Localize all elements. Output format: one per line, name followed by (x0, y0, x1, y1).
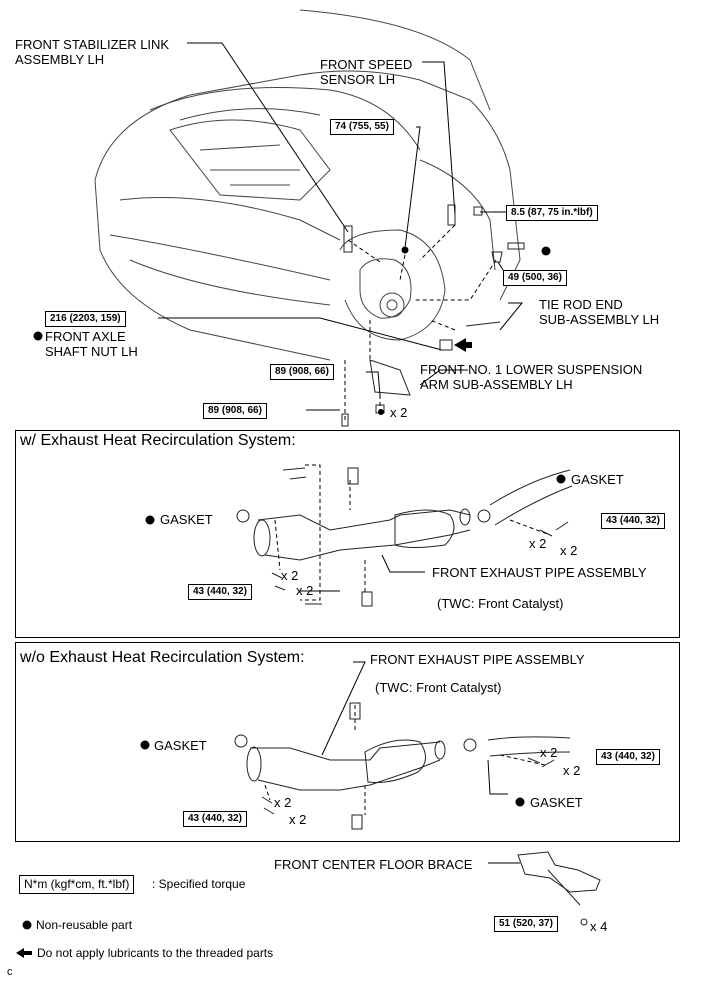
label-stabilizer-link: FRONT STABILIZER LINK ASSEMBLY LH (15, 37, 169, 67)
label-line: ARM SUB-ASSEMBLY LH (420, 377, 573, 392)
quantity-x2: x 2 (289, 812, 307, 827)
torque-box-43-right-2: 43 (440, 32) (596, 749, 660, 765)
label-line: FRONT SPEED (320, 57, 413, 72)
label-line: FRONT STABILIZER LINK (15, 37, 170, 52)
torque-box-43-left-2: 43 (440, 32) (183, 811, 247, 827)
label-line: SHAFT NUT LH (45, 344, 138, 359)
quantity-x2: x 2 (274, 795, 292, 810)
torque-box-51: 51 (520, 37) (494, 916, 558, 932)
no-lubricant-arrows (16, 338, 472, 958)
guide-lines (264, 224, 551, 815)
exhaust-pipe-1 (236, 467, 573, 607)
label-line: SENSOR LH (320, 72, 396, 87)
label-line: TIE ROD END (539, 297, 623, 312)
legend-lubricant: Do not apply lubricants to the threaded … (37, 946, 274, 960)
label-gasket-left-1: GASKET (160, 512, 213, 527)
label-gasket-right-2: GASKET (530, 795, 583, 810)
panel-without-ehr (15, 642, 680, 842)
label-axle-nut: FRONT AXLE SHAFT NUT LH (45, 329, 138, 359)
quantity-x2: x 2 (390, 405, 408, 420)
label-twc-1: (TWC: Front Catalyst) (437, 596, 564, 611)
legend-torque-text: : Specified torque (152, 877, 246, 891)
torque-box-89-b: 89 (908, 66) (203, 403, 267, 419)
label-line: SUB-ASSEMBLY LH (539, 312, 660, 327)
nonreusable-markers (22, 246, 566, 930)
floor-brace (517, 851, 601, 926)
label-gasket-right-1: GASKET (571, 472, 624, 487)
torque-box-74: 74 (755, 55) (330, 119, 394, 135)
torque-box-43-right-1: 43 (440, 32) (601, 513, 665, 529)
label-lower-arm: FRONT NO. 1 LOWER SUSPENSION ARM SUB-ASS… (420, 362, 642, 392)
torque-box-43-left-1: 43 (440, 32) (188, 584, 252, 600)
quantity-x2: x 2 (540, 745, 558, 760)
quantity-x4: x 4 (590, 919, 608, 934)
exhaust-pipe-2 (234, 702, 571, 830)
label-exhaust-pipe-2: FRONT EXHAUST PIPE ASSEMBLY (370, 652, 585, 667)
torque-box-49: 49 (500, 36) (503, 270, 567, 286)
label-floor-brace: FRONT CENTER FLOOR BRACE (274, 857, 473, 872)
panel-with-ehr (15, 430, 680, 638)
label-tie-rod: TIE ROD END SUB-ASSEMBLY LH (539, 297, 659, 327)
suspension-parts (341, 204, 525, 427)
label-gasket-left-2: GASKET (154, 738, 207, 753)
leader-lines (158, 42, 524, 864)
torque-box-216: 216 (2203, 159) (45, 311, 126, 327)
quantity-x2: x 2 (529, 536, 547, 551)
label-speed-sensor: FRONT SPEED SENSOR LH (320, 57, 412, 87)
legend-torque-box: N*m (kgf*cm, ft.*lbf) (19, 875, 135, 894)
corner-code: c (7, 966, 13, 978)
label-exhaust-pipe-1: FRONT EXHAUST PIPE ASSEMBLY (432, 565, 647, 580)
panel1-title: w/ Exhaust Heat Recirculation System: (20, 432, 296, 449)
label-line: FRONT AXLE (45, 329, 126, 344)
panel2-title: w/o Exhaust Heat Recirculation System: (20, 649, 305, 666)
quantity-x2: x 2 (563, 763, 581, 778)
label-line: ASSEMBLY LH (15, 52, 105, 67)
label-twc-2: (TWC: Front Catalyst) (375, 680, 502, 695)
label-line: FRONT NO. 1 LOWER SUSPENSION (420, 362, 643, 377)
torque-box-89-a: 89 (908, 66) (270, 364, 334, 380)
car-illustration (94, 9, 521, 361)
torque-box-8-5: 8.5 (87, 75 in.*lbf) (506, 205, 598, 221)
quantity-x2: x 2 (560, 543, 578, 558)
legend-nonreusable: Non-reusable part (36, 918, 133, 932)
quantity-x2: x 2 (281, 568, 299, 583)
quantity-x2: x 2 (296, 583, 314, 598)
